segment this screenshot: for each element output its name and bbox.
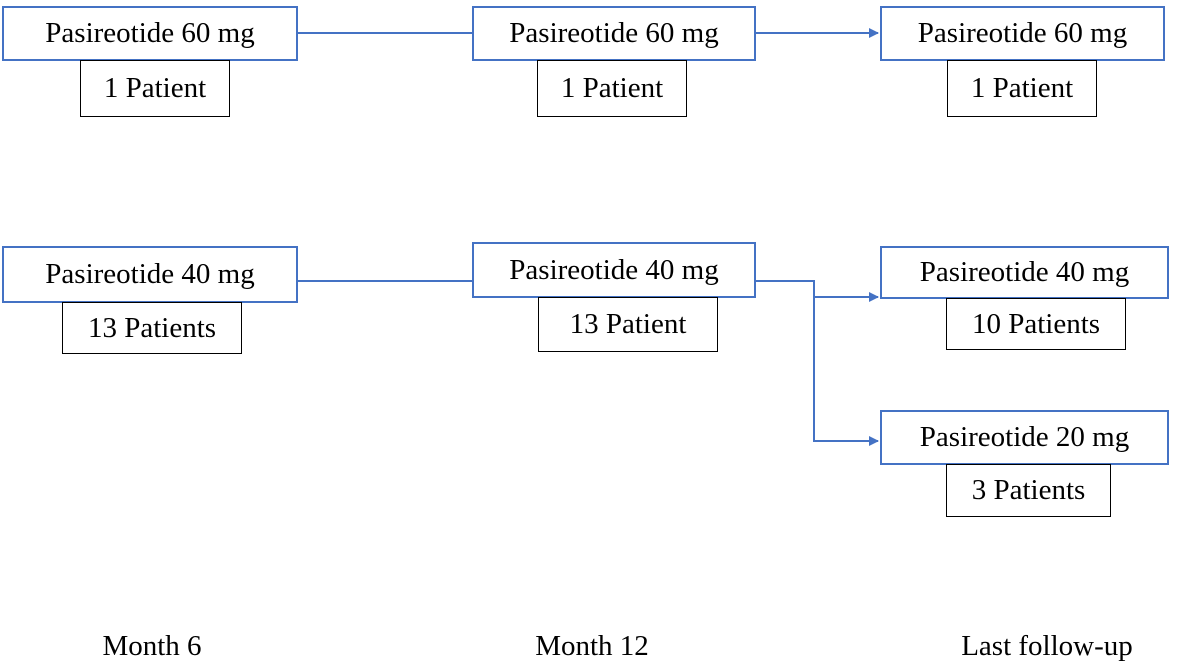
count-box-row1-month6: 1 Patient [80,60,230,117]
timepoint-label-month6: Month 6 [102,630,202,662]
dose-box-row1-last: Pasireotide 60 mg [880,6,1165,61]
count-box-row2-month12: 13 Patient [538,297,718,352]
dose-box-row2-last-a: Pasireotide 40 mg [880,246,1169,299]
dose-box-row1-month12: Pasireotide 60 mg [472,6,756,61]
timepoint-label-month12: Month 12 [535,630,649,662]
arrow-row2-m12-last-a [756,280,879,302]
arrow-row2-m12-last-b [813,297,879,446]
count-box-row2-last-a: 10 Patients [946,298,1126,350]
dose-box-row2-last-b: Pasireotide 20 mg [880,410,1169,465]
count-box-row1-last: 1 Patient [947,60,1097,117]
timepoint-label-last-followup: Last follow-up [961,630,1133,662]
dose-box-row1-month6: Pasireotide 60 mg [2,6,298,61]
count-box-row2-month6: 13 Patients [62,302,242,354]
dose-box-row2-month12: Pasireotide 40 mg [472,242,756,298]
dose-box-row2-month6: Pasireotide 40 mg [2,246,298,303]
count-box-row1-month12: 1 Patient [537,60,687,117]
count-box-row2-last-b: 3 Patients [946,464,1111,517]
